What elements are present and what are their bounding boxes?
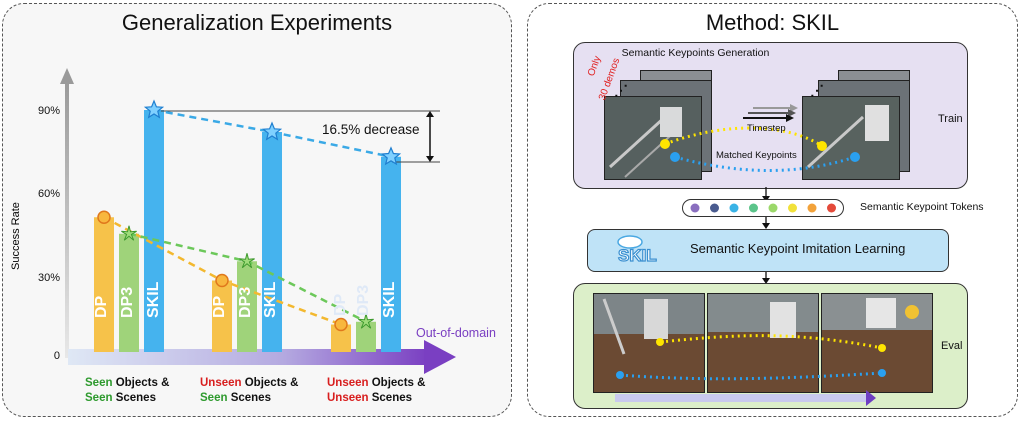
yellow-keypoint-dst [817,141,827,151]
y-tick-30: 30% [37,272,60,284]
x-axis-arrow [68,349,428,365]
train-keypoint-overlay: ⋰ ⋰ [614,82,860,172]
marker-dp-2 [215,273,229,288]
eval-blue-path [619,371,883,381]
eval-frame-1 [593,293,705,393]
group1-line2-rest: Scenes [112,392,156,404]
y-tick-60: 60% [37,188,60,200]
group1-line1-color: Seen [85,377,113,389]
skil-logo-graphic: SKIL [617,235,657,266]
marker-dp3-1 [121,225,137,241]
group2-line2-rest: Scenes [227,392,271,404]
eval-frame-2-scene [708,294,818,392]
matched-keypoints-label: Matched Keypoints [716,150,797,161]
group3-line2-rest: Scenes [368,392,413,404]
group-label-1: Seen Objects & Seen Scenes [85,376,169,406]
learning-box [587,229,949,272]
bar-dp3-1 [119,233,139,352]
bar-dp-1 [94,217,114,352]
marker-skil-2 [261,121,283,141]
bar-label-dp3-2: DP3 [237,286,254,318]
token-dot-5 [768,203,778,213]
bar-label-dp-1: DP [93,295,110,318]
group2-line2-color: Seen [200,392,228,404]
token-dots [690,203,836,213]
keypoints-generation-title: Semantic Keypoints Generation [621,47,770,59]
skil-logo: SKIL [616,234,671,266]
token-dot-1 [690,203,700,213]
method-title: Method: SKIL [705,10,840,35]
group3-line1-rest: Objects & [368,377,426,389]
target-frame-scene [803,97,899,179]
marker-skil-1 [143,99,165,119]
eval-yellow-path [659,334,883,350]
y-axis-label: Success Rate [10,202,22,270]
token-dot-7 [807,203,817,213]
group3-line2-color: Unseen [327,392,369,404]
group2-line1-color: Unseen [200,377,242,389]
bar-label-dp3-3: DP3 [355,284,372,316]
token-dot-2 [710,203,719,213]
learning-label: Semantic Keypoint Imitation Learning [690,241,906,256]
yellow-keypoint-src [660,139,670,149]
bar-skil-3 [381,156,401,352]
eval-label: Eval [941,340,963,352]
demo-frame-scene [605,97,701,179]
chart-area [60,68,456,374]
blue-keypoint-src [670,152,680,162]
y-tick-0: 0 [53,350,60,362]
bar-label-skil-3: SKIL [381,281,398,318]
decrease-annotation: 16.5% decrease [322,122,420,137]
skil-logo-text: SKIL [618,246,657,264]
bar-dp-3 [331,324,351,352]
bar-dp-2 [212,280,232,352]
demo-frame-front [604,96,702,180]
marker-dp-1 [97,210,111,224]
token-dot-3 [729,203,739,213]
bracket-arrow-down [426,156,434,162]
bracket-arrow-up [426,111,434,117]
timestep-label: Timestep [747,123,786,134]
bar-dp3-3 [356,321,376,352]
out-of-domain-label: Out-of-domain [416,326,496,340]
eval-time-arrow [866,390,876,406]
marker-dp-3 [334,317,348,332]
group-label-2: Unseen Objects & Seen Scenes [200,376,298,406]
group2-line1-rest: Objects & [241,377,299,389]
marker-dp3-3 [358,313,374,329]
ellipsis-right: ⋰ [810,82,824,98]
eval-frame-1-scene [594,294,704,392]
y-axis-arrowhead [60,68,74,84]
group-label-3: Unseen Objects & Unseen Scenes [327,376,425,406]
bar-skil-1 [144,110,164,352]
bar-label-dp-3: DP [332,293,349,316]
eval-frame-2 [707,293,819,393]
chart-title: Generalization Experiments [121,10,393,35]
marker-dp3-2 [239,253,255,269]
bar-dp3-2 [237,261,257,352]
group1-line1-rest: Objects & [112,377,170,389]
tokens-label: Semantic Keypoint Tokens [860,201,984,213]
bar-skil-2 [262,132,282,352]
group3-line1-color: Unseen [327,377,369,389]
token-dot-6 [788,203,797,213]
token-dot-8 [827,203,836,213]
x-axis-arrowhead [424,340,456,374]
ellipsis-left: ⋰ [614,82,628,98]
token-row [682,199,844,217]
blue-keypoint-dst [850,152,860,162]
token-dot-4 [749,203,758,213]
marker-skil-3 [380,146,402,166]
train-label: Train [938,113,963,125]
bar-label-dp-2: DP [211,295,228,318]
bar-chart [60,68,456,374]
group1-line2-color: Seen [85,392,113,404]
bar-label-dp3-1: DP3 [119,286,136,318]
eval-keypoint-overlay [615,334,886,406]
y-tick-90: 90% [37,105,60,117]
yellow-match-path [664,126,823,148]
bar-label-skil-1: SKIL [145,281,162,318]
bar-label-skil-2: SKIL [262,281,279,318]
y-axis [65,80,69,358]
